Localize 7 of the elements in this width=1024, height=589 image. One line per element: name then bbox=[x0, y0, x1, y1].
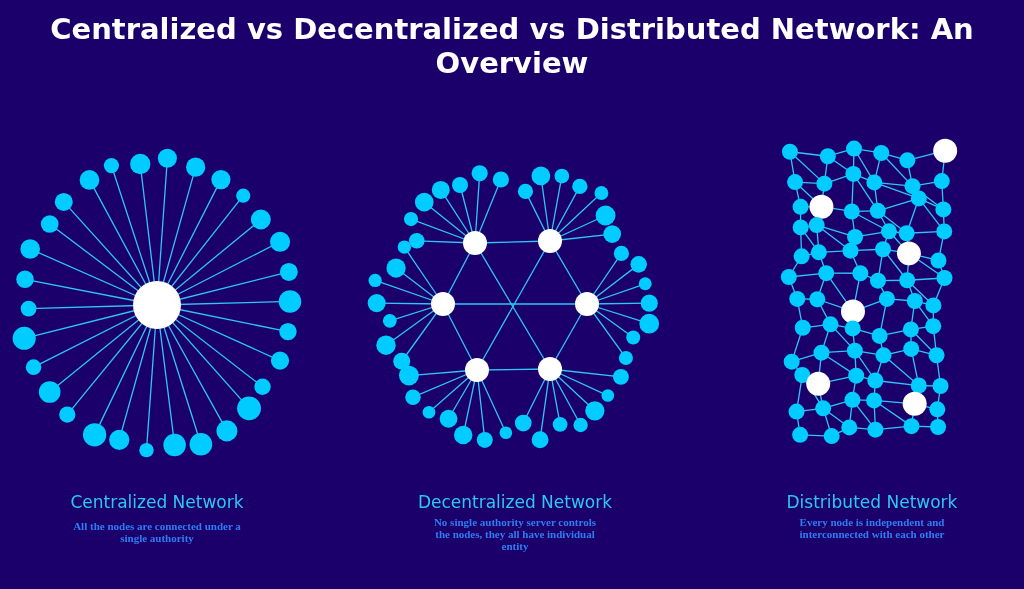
network-heading: Decentralized Network bbox=[416, 492, 614, 512]
network-heading: Distributed Network bbox=[785, 492, 959, 512]
network-description: Every node is independent and interconnected with each other bbox=[798, 516, 946, 540]
page-title: Centralized vs Decentralized vs Distributed Network: An Overview bbox=[49, 12, 975, 80]
network-heading: Centralized Network bbox=[69, 492, 245, 512]
network-description: All the nodes are connected under a single authority bbox=[72, 520, 242, 544]
network-description: No single authority server controls the nodes, they all have individual entity bbox=[432, 516, 598, 552]
